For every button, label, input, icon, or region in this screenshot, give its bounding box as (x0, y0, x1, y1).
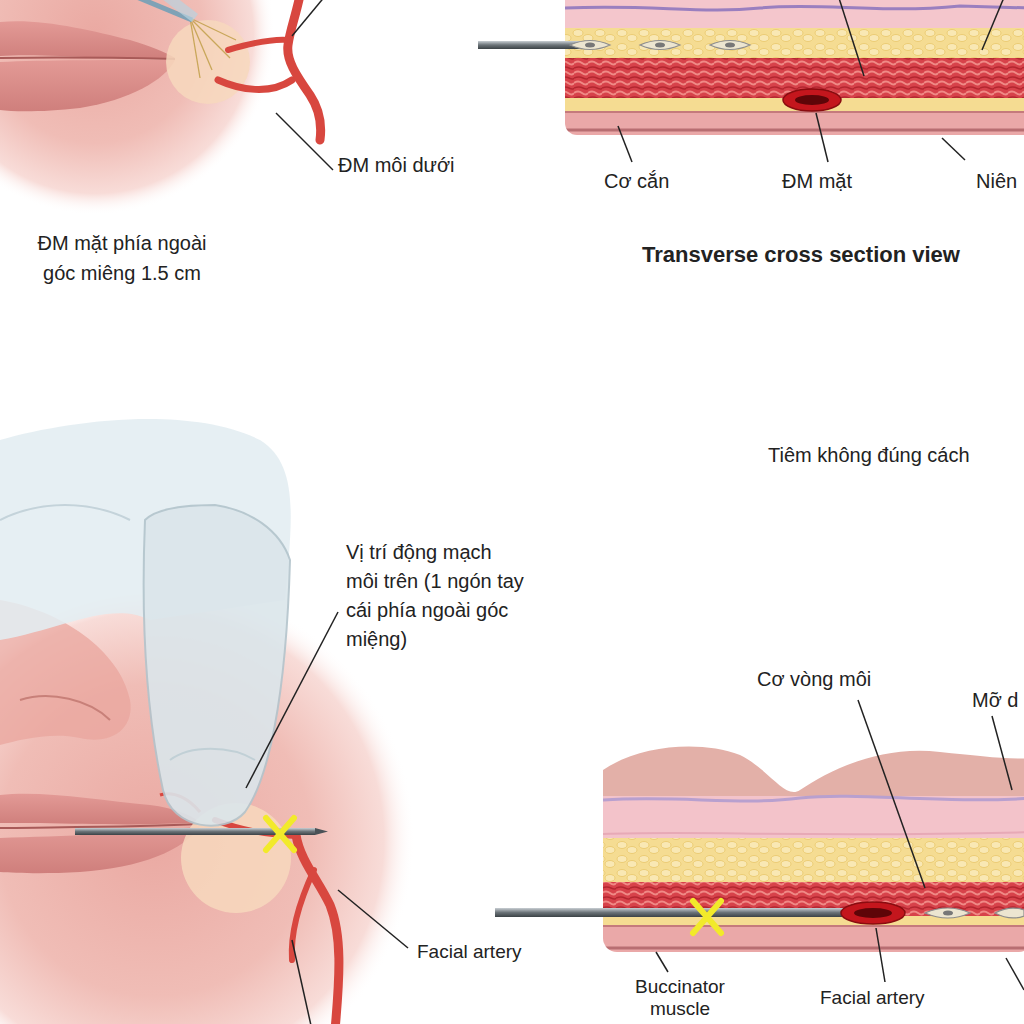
note-label: Tiêm không đúng cách (768, 443, 970, 467)
x-mark (693, 901, 721, 933)
muscle-label: Cơ cắn (604, 169, 669, 193)
leader-lines-bottom (656, 700, 1024, 990)
cross-section-bottom (603, 747, 1024, 952)
section-heading: Transverse cross section view (642, 241, 960, 269)
muscle-label: Cơ vòng môi (757, 667, 871, 691)
leader-lines-top (618, 0, 1005, 162)
layer-label: Niên (976, 169, 1017, 193)
artery-label: ĐM mặt (782, 169, 852, 193)
note-label: ĐM mặt phía ngoài góc miêng 1.5 cm (22, 228, 222, 288)
muscle-label: Buccinator muscle (620, 976, 740, 1020)
face-bottom-left (0, 419, 415, 1024)
layer-label: Mỡ d (972, 688, 1018, 712)
artery-label: Facial artery (820, 986, 925, 1009)
artery-label: Facial artery (417, 940, 522, 963)
artery-label: ĐM môi dưới (338, 153, 455, 177)
note-label: Vị trí động mạch môi trên (1 ngón tay cá… (346, 538, 526, 654)
x-mark (266, 818, 294, 850)
cross-section-top (565, 0, 1024, 135)
face-top-left (0, 0, 333, 215)
